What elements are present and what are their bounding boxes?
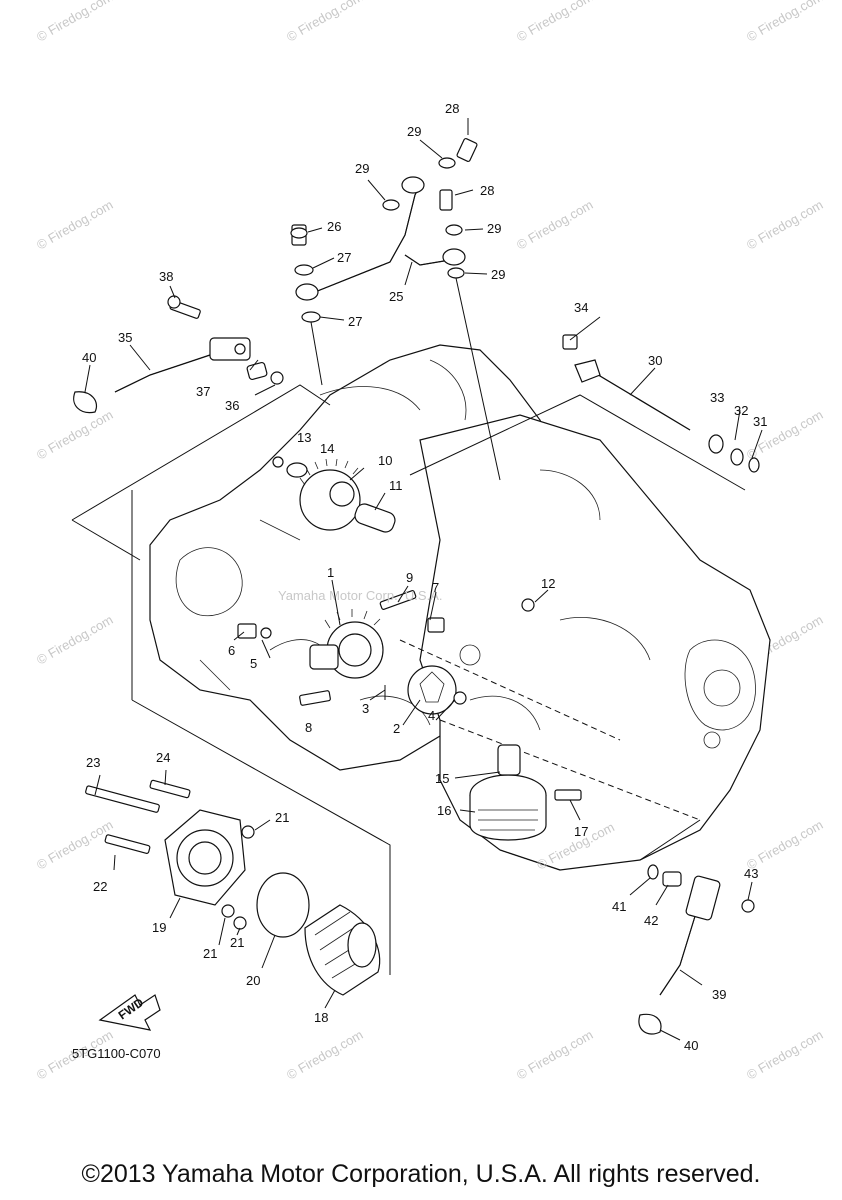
callout-39: 39 <box>712 987 726 1002</box>
leader-lines <box>84 118 763 1041</box>
callout-16: 16 <box>437 803 451 818</box>
watermark: © Firedog.com <box>34 817 116 873</box>
oil-filter-cover <box>85 779 255 930</box>
watermark: © Firedog.com <box>744 1027 826 1083</box>
watermark: © Firedog.com <box>744 0 826 45</box>
callout-15: 15 <box>435 771 449 786</box>
callout-41: 41 <box>612 899 626 914</box>
watermark: © Firedog.com <box>284 0 366 45</box>
callout-10: 10 <box>378 453 392 468</box>
callout-7: 7 <box>432 580 439 595</box>
oil-hose-right <box>562 334 760 473</box>
callout-17: 17 <box>574 824 588 839</box>
watermark: © Firedog.com <box>284 1027 366 1083</box>
watermark: © Firedog.com <box>514 0 596 45</box>
callout-37: 37 <box>196 384 210 399</box>
oil-pump-components <box>237 456 535 715</box>
callout-23: 23 <box>86 755 100 770</box>
callout-3: 3 <box>362 701 369 716</box>
callout-20: 20 <box>246 973 260 988</box>
callout-34: 34 <box>574 300 588 315</box>
callout-36: 36 <box>225 398 239 413</box>
oil-hose-left <box>73 295 284 414</box>
callout-5: 5 <box>250 656 257 671</box>
callout-9: 9 <box>406 570 413 585</box>
watermark: © Firedog.com <box>34 197 116 253</box>
callout-43: 43 <box>744 866 758 881</box>
callout-40b: 40 <box>684 1038 698 1053</box>
callout-21a: 21 <box>275 810 289 825</box>
callout-12: 12 <box>541 576 555 591</box>
callout-21b: 21 <box>203 946 217 961</box>
callout-6: 6 <box>228 643 235 658</box>
callout-27b: 27 <box>348 314 362 329</box>
callout-33: 33 <box>710 390 724 405</box>
watermark: © Firedog.com <box>514 1027 596 1083</box>
callout-32: 32 <box>734 403 748 418</box>
oil-strainer <box>469 744 582 841</box>
copyright-footer: ©2013 Yamaha Motor Corporation, U.S.A. A… <box>81 1160 761 1188</box>
watermark: © Firedog.com <box>744 197 826 253</box>
callout-27a: 27 <box>337 250 351 265</box>
watermark: © Firedog.com <box>34 0 116 45</box>
callout-8: 8 <box>305 720 312 735</box>
watermark: © Firedog.com <box>34 407 116 463</box>
callout-14: 14 <box>320 441 334 456</box>
watermark: © Firedog.com <box>514 197 596 253</box>
callout-18: 18 <box>314 1010 328 1025</box>
callout-30: 30 <box>648 353 662 368</box>
callout-28a: 28 <box>445 101 459 116</box>
callouts: 1 2 3 4 5 6 7 8 9 10 11 12 13 14 15 16 1… <box>82 101 767 1053</box>
callout-29a: 29 <box>407 124 421 139</box>
center-mark: Yamaha Motor Corp., U.S.A. <box>278 588 443 603</box>
callout-11: 11 <box>389 478 403 493</box>
callout-29d: 29 <box>491 267 505 282</box>
fwd-arrow: FWD <box>98 994 161 1031</box>
callout-38: 38 <box>159 269 173 284</box>
callout-42: 42 <box>644 913 658 928</box>
callout-29b: 29 <box>355 161 369 176</box>
callout-4: 4 <box>428 708 435 723</box>
explode-lines <box>71 384 746 975</box>
callout-28b: 28 <box>480 183 494 198</box>
callout-2: 2 <box>393 721 400 736</box>
diagram-code: 5TG1100-C070 <box>72 1046 161 1061</box>
callout-19: 19 <box>152 920 166 935</box>
oil-hose-lower-right <box>638 864 755 1035</box>
watermark: © Firedog.com <box>34 612 116 668</box>
callout-24: 24 <box>156 750 170 765</box>
callout-29c: 29 <box>487 221 501 236</box>
callout-31: 31 <box>753 414 767 429</box>
callout-21c: 21 <box>230 935 244 950</box>
callout-13: 13 <box>297 430 311 445</box>
callout-26: 26 <box>327 219 341 234</box>
callout-25: 25 <box>389 289 403 304</box>
oil-delivery-pipe-assembly <box>290 138 501 481</box>
callout-35: 35 <box>118 330 132 345</box>
filter-parts <box>256 872 381 996</box>
callout-40a: 40 <box>82 350 96 365</box>
watermark: © Firedog.com <box>744 817 826 873</box>
callout-1: 1 <box>327 565 334 580</box>
callout-22: 22 <box>93 879 107 894</box>
